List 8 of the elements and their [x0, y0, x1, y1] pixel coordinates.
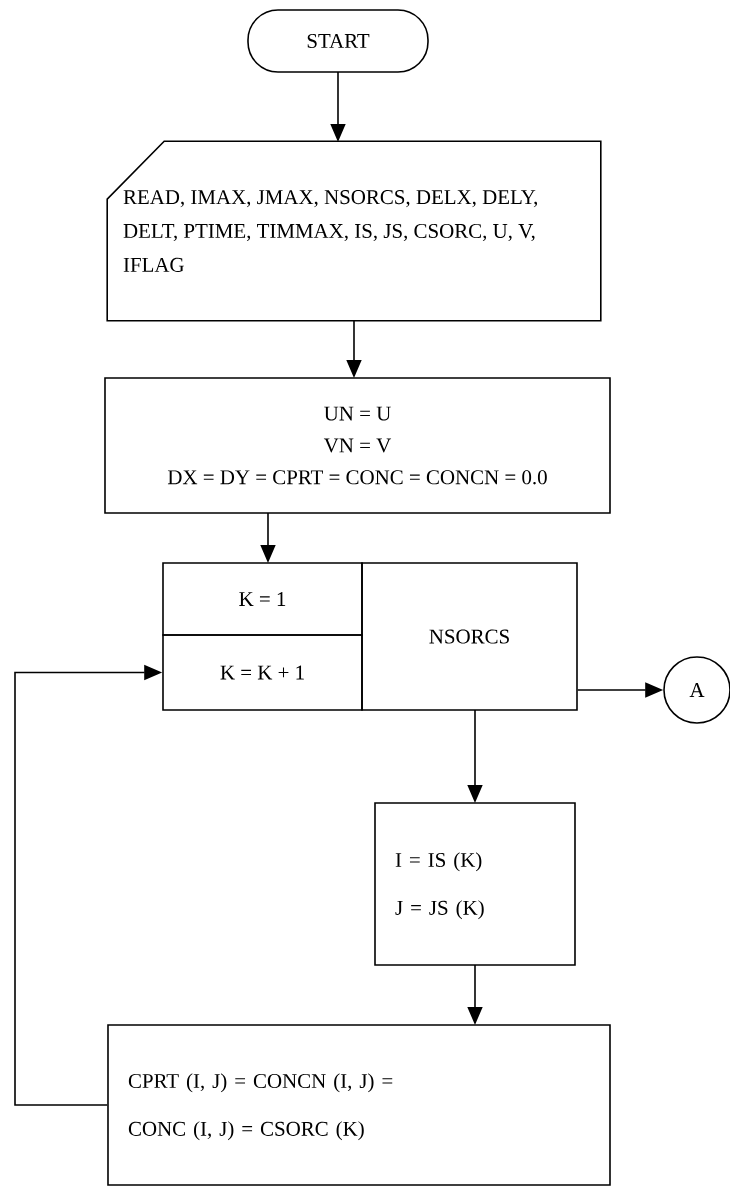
input-card: READ, IMAX, JMAX, NSORCS, DELX, DELY, DELT, PTIME, TIMMAX, IS, JS, CSORC, U, V, IFLAG [106, 140, 602, 322]
process-box: CPRT (I, J) = CONCN (I, J) = CONC (I, J) = CSORC (K) [107, 1024, 611, 1186]
process-box: UN = U VN = V DX = DY = CPRT = CONC = CONCN = 0.0 [104, 377, 611, 514]
loop-cell: K = 1 [162, 562, 363, 636]
process-box: I = IS (K) J = JS (K) [374, 802, 576, 966]
loop-cell: K = K + 1 [162, 634, 363, 711]
loop-cell: NSORCS [361, 562, 578, 711]
terminal-box: START [247, 9, 429, 73]
